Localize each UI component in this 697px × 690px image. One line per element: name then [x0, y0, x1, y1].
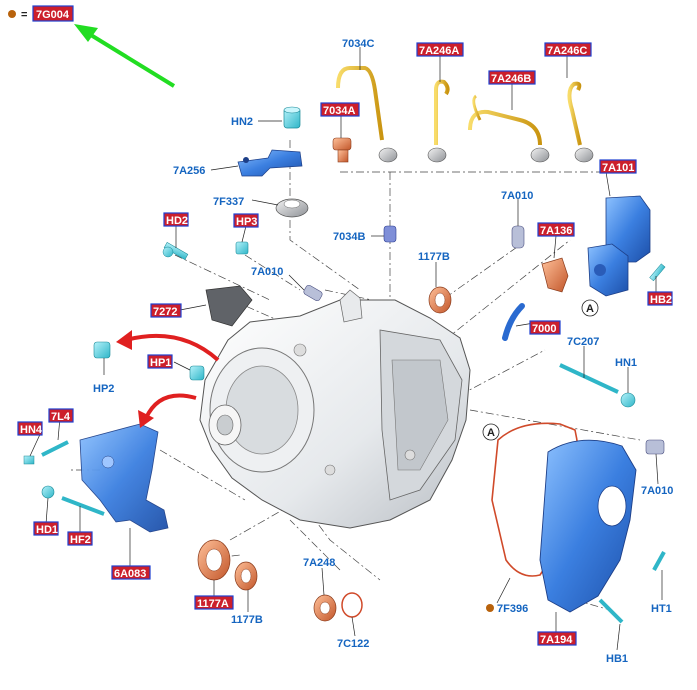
- stud-7C207: [559, 363, 619, 394]
- label-1177B-top[interactable]: 1177B: [418, 251, 450, 263]
- label-1177B-bottom[interactable]: 1177B: [231, 614, 263, 626]
- label-7A010-mid[interactable]: 7A010: [251, 266, 283, 278]
- label-7034B[interactable]: 7034B: [333, 231, 365, 243]
- bolt-HB2: [649, 263, 666, 282]
- pipe-7034C: [336, 66, 398, 163]
- label-HB2[interactable]: HB2: [650, 294, 672, 306]
- plug-HP1: [189, 365, 205, 381]
- marker-dot-7F396: [486, 604, 494, 612]
- label-7A101[interactable]: 7A101: [602, 162, 634, 174]
- svg-text:A: A: [487, 427, 495, 439]
- label-HD2[interactable]: HD2: [166, 215, 188, 227]
- highlighted-labels: 7A246A 7A246B 7A246C 7034A 7A101 HD2 HP3…: [17, 42, 673, 646]
- legend-part-code[interactable]: 7G004: [36, 9, 70, 21]
- nut-HN1: [620, 392, 636, 408]
- oring-7C122: [341, 592, 363, 618]
- label-HP2[interactable]: HP2: [93, 383, 114, 395]
- label-7A256[interactable]: 7A256: [173, 165, 205, 177]
- seal-1177A: [197, 539, 231, 581]
- shield-7272: [205, 285, 253, 327]
- label-7F337[interactable]: 7F337: [213, 196, 244, 208]
- bolt-HD1: [41, 485, 55, 499]
- sensor-7A010-mid: [303, 284, 323, 302]
- label-HB1[interactable]: HB1: [606, 653, 628, 665]
- label-7000[interactable]: 7000: [532, 323, 556, 335]
- label-7A246C[interactable]: 7A246C: [547, 45, 587, 57]
- grommet-7F337: [275, 198, 309, 218]
- label-HT1[interactable]: HT1: [651, 603, 672, 615]
- svg-text:A: A: [586, 303, 594, 315]
- seal-1177B-top: [428, 286, 452, 314]
- breather-7034A: [332, 137, 352, 163]
- bolt-HF2: [61, 496, 105, 516]
- nut-HN2: [283, 106, 301, 129]
- label-HP3[interactable]: HP3: [236, 216, 257, 228]
- label-7A248[interactable]: 7A248: [303, 557, 335, 569]
- red-arrow-lower: [138, 393, 197, 428]
- bracket-6A083: [79, 423, 169, 533]
- label-7A010-right[interactable]: 7A010: [641, 485, 673, 497]
- bolt-HB1: [598, 598, 624, 624]
- legend-part-box: [32, 5, 74, 22]
- leader-lines: [29, 47, 663, 651]
- cover-7A194: [539, 439, 637, 613]
- hose-7000: [502, 303, 525, 341]
- blue-labels: 7034C HN2 7A256 7F337 7034B 7A010 7A010 …: [93, 38, 673, 665]
- transmission-housing: [199, 289, 471, 529]
- label-7A136[interactable]: 7A136: [540, 225, 572, 237]
- module-7A101: [587, 195, 651, 297]
- label-7034C[interactable]: 7034C: [342, 38, 374, 50]
- label-7C122[interactable]: 7C122: [337, 638, 369, 650]
- label-HN1[interactable]: HN1: [615, 357, 637, 369]
- label-7C207[interactable]: 7C207: [567, 336, 599, 348]
- plug-HP2: [93, 341, 111, 359]
- bracket-7A136: [541, 257, 569, 293]
- seal-1177B-bottom: [234, 561, 258, 591]
- label-7A194[interactable]: 7A194: [540, 634, 573, 646]
- label-6A083[interactable]: 6A083: [114, 568, 146, 580]
- label-7A246A[interactable]: 7A246A: [419, 45, 459, 57]
- label-7272[interactable]: 7272: [153, 306, 177, 318]
- label-HD1[interactable]: HD1: [36, 524, 58, 536]
- sensor-7A010-top: [511, 225, 525, 249]
- plug-HP3: [235, 241, 249, 255]
- callout-a-right: A: [581, 299, 599, 317]
- nut-HN4: [23, 455, 35, 465]
- label-HN4[interactable]: HN4: [20, 424, 43, 436]
- pipe-7A246A: [427, 79, 450, 163]
- pipe-7A246C: [567, 81, 594, 163]
- label-7L4[interactable]: 7L4: [51, 411, 71, 423]
- label-7A246B[interactable]: 7A246B: [491, 73, 531, 85]
- pipe-7A246B: [468, 94, 550, 163]
- bolt-HD2: [162, 242, 189, 260]
- label-HF2[interactable]: HF2: [70, 534, 91, 546]
- bolt-HT1: [652, 551, 666, 571]
- green-pointer-arrow: [74, 24, 176, 88]
- stud-7L4: [41, 440, 69, 457]
- legend-equals: =: [21, 9, 27, 21]
- label-7F396[interactable]: 7F396: [497, 603, 528, 615]
- bracket-7A256: [237, 149, 303, 177]
- callout-a-left: A: [482, 423, 500, 441]
- label-7034A[interactable]: 7034A: [323, 105, 355, 117]
- label-1177A[interactable]: 1177A: [197, 598, 229, 610]
- red-arrow-upper: [116, 330, 220, 362]
- seal-7A248: [313, 594, 337, 622]
- label-HN2[interactable]: HN2: [231, 116, 253, 128]
- legend: = 7G004: [8, 5, 74, 22]
- sensor-7034B: [383, 225, 397, 243]
- label-HP1[interactable]: HP1: [150, 357, 171, 369]
- legend-marker-dot: [8, 10, 16, 18]
- sensor-7A010-right: [645, 439, 665, 455]
- label-7A010-top[interactable]: 7A010: [501, 190, 533, 202]
